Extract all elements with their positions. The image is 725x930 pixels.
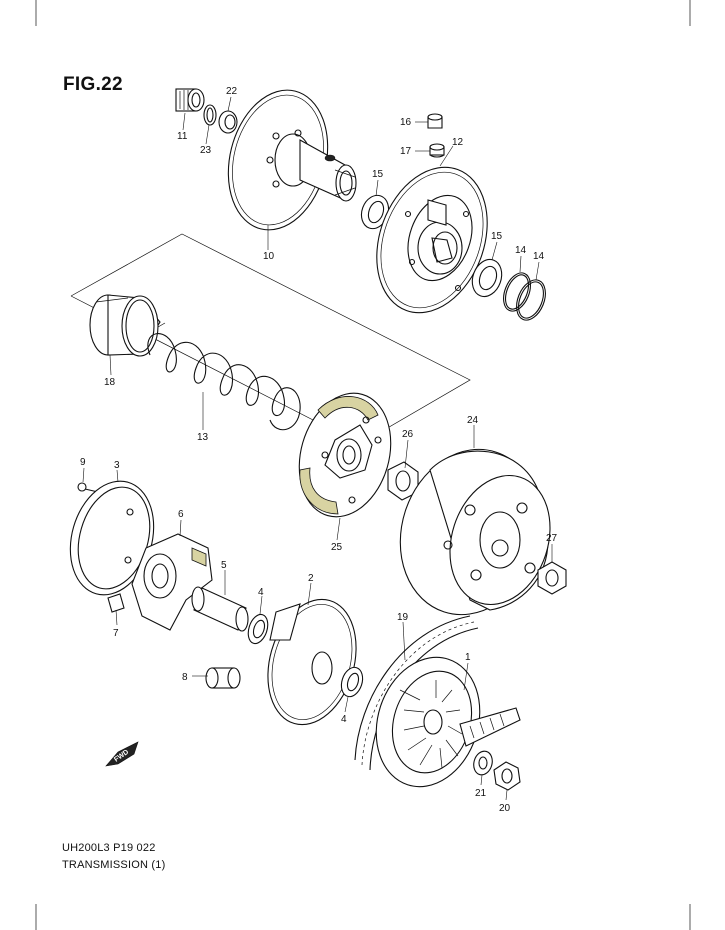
oil-seal-part-22 [218,110,238,134]
callout-20: 20 [499,803,511,814]
callout-15-lower: 15 [491,231,503,242]
callout-9: 9 [80,457,86,468]
oil-seal-part-4-upper [247,613,269,645]
spring-part-13 [147,322,301,431]
o-ring-part-14-b [516,279,546,321]
cover-part-3 [69,480,155,596]
fixed-driven-face-part-10 [227,89,357,231]
callout-11: 11 [177,131,188,142]
oil-seal-part-4-lower [340,666,364,698]
assembly-bounding-box [70,233,471,445]
callout-26: 26 [402,429,414,440]
callout-8: 8 [182,672,188,683]
crop-marks [35,0,691,930]
callout-4-lower: 4 [341,714,347,725]
callout-27: 27 [546,533,558,544]
movable-driven-face-part-12 [376,166,488,314]
slide-piece-part-7 [107,593,125,613]
callout-6: 6 [178,509,184,520]
figure-title: FIG.22 [63,74,123,95]
callout-5: 5 [221,560,227,571]
callout-7: 7 [113,628,119,639]
screw-part-9 [77,482,99,493]
movable-drive-face-part-2 [267,598,357,726]
callout-12: 12 [452,137,464,148]
nut-part-20 [493,761,521,791]
callout-16: 16 [400,117,412,128]
collar-part-5 [191,586,249,632]
cam-part-6 [131,533,213,631]
guide-pin-part-16 [427,113,443,129]
callout-22: 22 [226,86,238,97]
callout-labels: 11 23 22 10 16 17 12 15 15 14 14 18 13 2… [80,86,558,814]
callout-10: 10 [263,251,275,262]
callout-14-b: 14 [533,251,545,262]
washer-part-21 [473,750,493,776]
clutch-housing-part-24 [399,448,551,616]
fwd-arrow-icon: FWD [105,741,139,767]
callout-15-upper: 15 [372,169,384,180]
bushing-part-8 [205,667,241,689]
callout-3: 3 [114,460,120,471]
callout-25: 25 [331,542,343,553]
callout-2: 2 [308,573,314,584]
callout-1: 1 [465,652,471,663]
leader-lines [82,96,553,801]
o-ring-part-14-a [503,272,531,312]
spring-seat-part-18 [89,294,161,357]
callout-13: 13 [197,432,209,443]
roller-part-17 [429,143,445,158]
callout-4-upper: 4 [258,587,264,598]
oil-seal-part-15-lower [471,258,503,298]
callout-19: 19 [397,612,409,623]
needle-bearing-part-11 [175,88,205,112]
callout-24: 24 [467,415,479,426]
callout-14-a: 14 [515,245,527,256]
oil-seal-part-15-upper [360,194,390,230]
clutch-shoe-part-25 [298,392,392,518]
callout-17: 17 [400,146,412,157]
callout-18: 18 [104,377,116,388]
fan-part-1 [375,656,521,788]
callout-23: 23 [200,145,212,156]
callout-21: 21 [475,788,487,799]
footer-code: UH200L3 P19 022 [62,842,156,854]
circlip-part-23 [203,104,217,126]
footer-title: TRANSMISSION (1) [62,859,166,871]
